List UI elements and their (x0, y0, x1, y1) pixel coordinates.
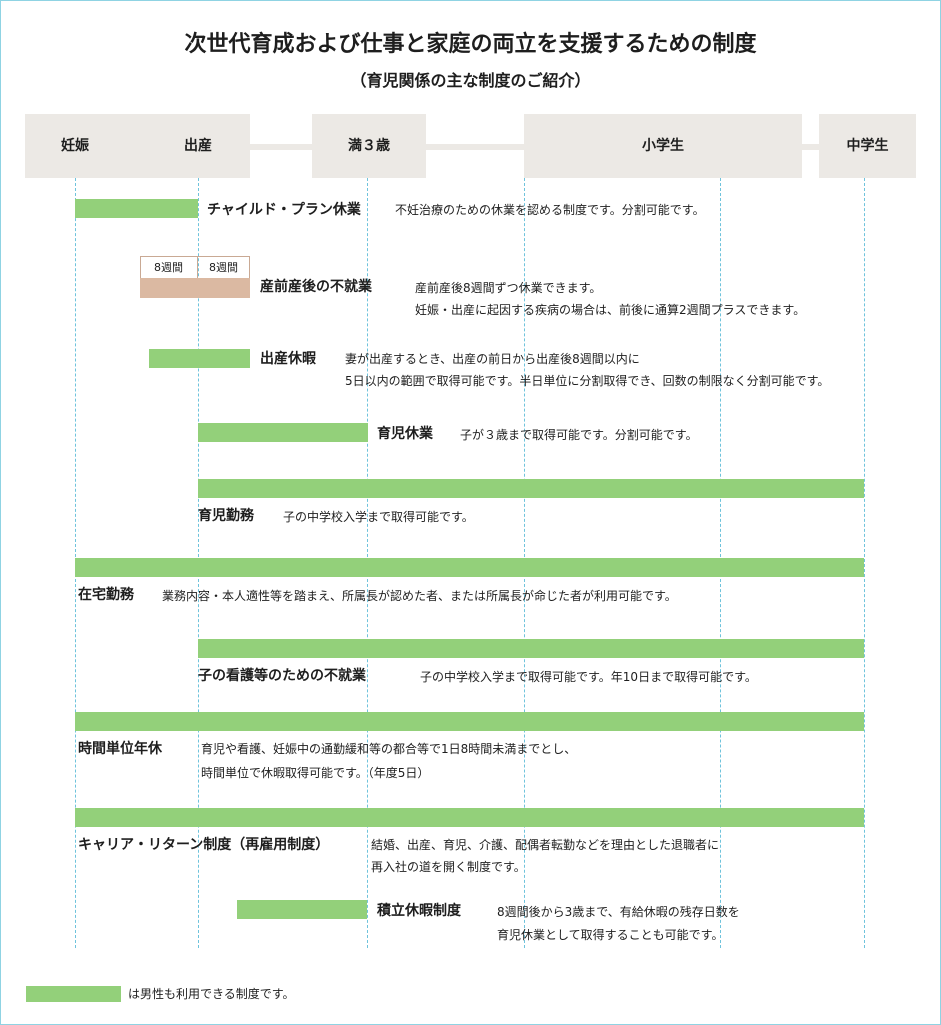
maternity-label-box (140, 256, 250, 278)
bar-hourly-leave (75, 712, 864, 731)
maternity-post-label: 8週間 (209, 261, 238, 274)
bar-remote-work (75, 558, 864, 577)
timeline-label-age3: 満３歳 (348, 138, 390, 154)
legend-swatch (26, 986, 121, 1002)
page-title: 次世代育成および仕事と家庭の両立を支援するための制度 (184, 32, 757, 57)
child-plan-desc: 不妊治療のための休業を認める制度です。分割可能です。 (395, 203, 705, 217)
bar-maternity (140, 278, 250, 298)
bar-career-return (75, 808, 864, 827)
timeline-label-elementary: 小学生 (642, 138, 684, 154)
timeline-segment-junior-high (819, 114, 916, 178)
legend-text: は男性も利用できる制度です。 (128, 987, 295, 1001)
maternity-name: 産前産後の不就業 (260, 279, 372, 295)
maternity-label-divider (197, 256, 198, 278)
timeline-label-junior-high: 中学生 (846, 138, 889, 154)
guide-line-junior-high (864, 178, 865, 948)
bar-childcare-work (198, 479, 864, 498)
accumulated-leave-desc-2: 育児休業として取得することも可能です。 (497, 928, 724, 942)
career-return-name: キャリア・リターン制度（再雇用制度） (78, 837, 330, 853)
career-return-desc-2: 再入社の道を開く制度です。 (371, 860, 526, 874)
hourly-leave-desc-2: 時間単位で休暇取得可能です。（年度5日） (201, 766, 430, 780)
childcare-leave-desc: 子が３歳まで取得可能です。分割可能です。 (460, 428, 698, 442)
hourly-leave-desc-1: 育児や看護、妊娠中の通勤緩和等の都合等で1日8時間未満までとし、 (201, 742, 577, 756)
bar-paternity (149, 349, 250, 368)
timeline-segment-age3 (312, 114, 426, 178)
maternity-desc-2: 妊娠・出産に起因する疾病の場合は、前後に通算2週間プラスできます。 (415, 303, 806, 317)
accumulated-leave-desc-1: 8週間後から3歳まで、有給休暇の残存日数を (497, 905, 740, 919)
paternity-desc-2: 5日以内の範囲で取得可能です。半日単位に分割取得でき、回数の制限なく分割可能です… (345, 374, 830, 388)
bar-nursing-leave (198, 639, 864, 658)
remote-work-desc: 業務内容・本人適性等を踏まえ、所属長が認めた者、または所属長が命じた者が利用可能… (162, 589, 677, 603)
paternity-desc-1: 妻が出産するとき、出産の前日から出産後8週間以内に (345, 352, 640, 366)
nursing-leave-name: 子の看護等のための不就業 (198, 668, 366, 684)
hourly-leave-name: 時間単位年休 (78, 741, 162, 757)
nursing-leave-desc: 子の中学校入学まで取得可能です。年10日まで取得可能です。 (420, 670, 757, 684)
bar-child-plan (75, 199, 198, 218)
bar-childcare-leave (198, 423, 368, 442)
timeline-connector (426, 144, 524, 150)
childcare-work-desc: 子の中学校入学まで取得可能です。 (283, 510, 474, 524)
bar-accumulated-leave (237, 900, 367, 919)
timeline-label-pregnancy: 妊娠 (61, 138, 89, 154)
timeline-segment-birth (25, 114, 250, 178)
remote-work-name: 在宅勤務 (78, 587, 134, 603)
maternity-desc-1: 産前産後8週間ずつ休業できます。 (415, 281, 602, 295)
timeline-connector (802, 144, 819, 150)
career-return-desc-1: 結婚、出産、育児、介護、配偶者転勤などを理由とした退職者に (371, 838, 720, 852)
child-plan-name: チャイルド・プラン休業 (207, 202, 361, 218)
childcare-work-name: 育児勤務 (198, 508, 254, 524)
paternity-name: 出産休暇 (260, 351, 316, 367)
timeline-label-birth: 出産 (184, 138, 212, 154)
maternity-pre-label: 8週間 (154, 261, 183, 274)
timeline-segment-elementary (524, 114, 802, 178)
accumulated-leave-name: 積立休暇制度 (377, 903, 461, 919)
childcare-leave-name: 育児休業 (377, 426, 433, 442)
timeline-connector (250, 144, 312, 150)
page-subtitle: （育児関係の主な制度のご紹介） (350, 71, 591, 90)
